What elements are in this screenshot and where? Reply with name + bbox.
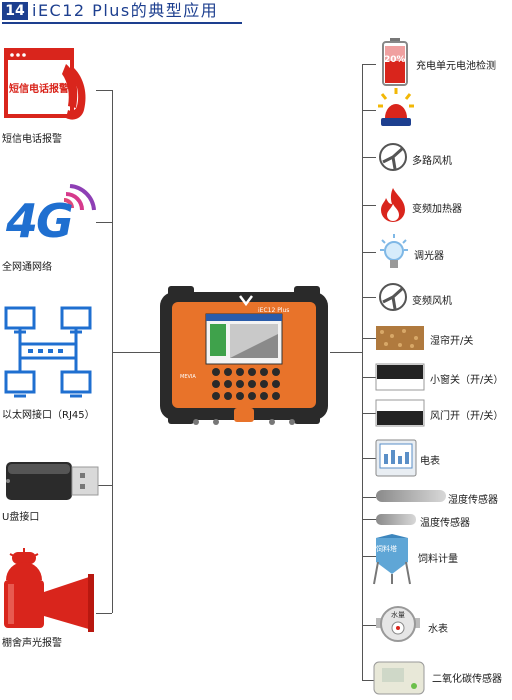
right-branch-3 (362, 157, 376, 158)
co2-sensor-icon (373, 661, 425, 695)
label-co2-sensor: 二氧化碳传感器 (432, 674, 502, 685)
electric-meter-icon (375, 439, 417, 477)
sms-icon-text: 短信电话报警 (9, 84, 69, 95)
multi-fan-icon (379, 143, 407, 171)
right-branch-13 (362, 556, 376, 557)
right-branch-8 (362, 377, 376, 378)
warning-light-icon (378, 88, 414, 126)
left-branch-5 (96, 613, 112, 614)
dimmer-bulb-icon (380, 234, 408, 268)
4g-network-icon (63, 184, 96, 211)
barn-alarm-horn-icon (4, 548, 94, 632)
ethernet-network-icon (4, 306, 92, 398)
heater-flame-icon (381, 188, 405, 222)
label-variable-fan: 变频风机 (412, 296, 452, 307)
small-window-icon (375, 363, 425, 391)
label-heater: 变频加热器 (412, 204, 462, 215)
4g-icon-text: 4G (6, 194, 74, 248)
device-model-text: MEVIA (180, 374, 196, 380)
label-4g-network: 全网通网络 (2, 262, 52, 273)
label-wet-curtain: 湿帘开/关 (430, 336, 474, 347)
right-branch-5 (362, 252, 376, 253)
sms-phone-alarm-icon (4, 48, 86, 120)
label-electric-meter: 电表 (420, 456, 440, 467)
right-branch-15 (362, 680, 376, 681)
label-battery-check: 充电单元电池检测 (416, 61, 496, 72)
title-underline (2, 22, 242, 24)
right-branch-1 (362, 64, 376, 65)
label-barn-alarm: 棚舍声光报警 (2, 638, 62, 649)
usb-drive-icon (6, 462, 99, 500)
label-sms-alarm: 短信电话报警 (2, 134, 62, 145)
variable-fan-icon (379, 283, 407, 311)
wet-curtain-icon (376, 326, 424, 350)
feed-silo-icon (373, 534, 411, 585)
label-multi-fan: 多路风机 (412, 156, 452, 167)
battery-icon (382, 38, 408, 86)
left-branch-4 (96, 485, 112, 486)
section-number: 14 (2, 2, 28, 20)
label-feed-metering: 饲料计量 (418, 554, 458, 565)
device-to-right-line (330, 352, 362, 353)
label-ethernet: 以太网接口（RJ45） (2, 410, 95, 421)
temperature-sensor-icon (376, 514, 416, 525)
right-branch-9 (362, 413, 376, 414)
water-meter-text: 水量 (391, 611, 405, 619)
label-temperature-sensor: 温度传感器 (420, 518, 470, 529)
device-brand-label: iEC12 Plus (258, 307, 290, 314)
right-branch-7 (362, 338, 376, 339)
label-humidity-sensor: 湿度传感器 (448, 495, 498, 506)
water-meter-icon (376, 606, 420, 642)
feed-silo-text: 饲料塔 (376, 545, 397, 553)
battery-percent-text: 20% (384, 55, 406, 65)
page-title: iEC12 Plus的典型应用 (32, 1, 219, 20)
label-air-inlet: 风门开（开/关） (430, 411, 504, 422)
right-branch-10 (362, 458, 376, 459)
left-branch-1 (96, 90, 112, 91)
label-dimmer: 调光器 (414, 251, 444, 262)
right-branch-14 (362, 625, 376, 626)
left-bus-line (112, 90, 113, 613)
right-branch-4 (362, 205, 376, 206)
right-branch-11 (362, 497, 376, 498)
left-to-device-line (112, 352, 160, 353)
label-water-meter: 水表 (428, 624, 448, 635)
humidity-sensor-icon (376, 490, 446, 502)
right-branch-6 (362, 297, 376, 298)
air-inlet-icon (375, 399, 425, 427)
label-usb: U盘接口 (2, 512, 40, 523)
label-small-window: 小窗关（开/关） (430, 375, 504, 386)
right-branch-2 (362, 110, 376, 111)
right-branch-12 (362, 519, 376, 520)
left-branch-2 (96, 222, 112, 223)
right-bus-line (362, 64, 363, 680)
iec12-plus-controller (160, 286, 328, 425)
